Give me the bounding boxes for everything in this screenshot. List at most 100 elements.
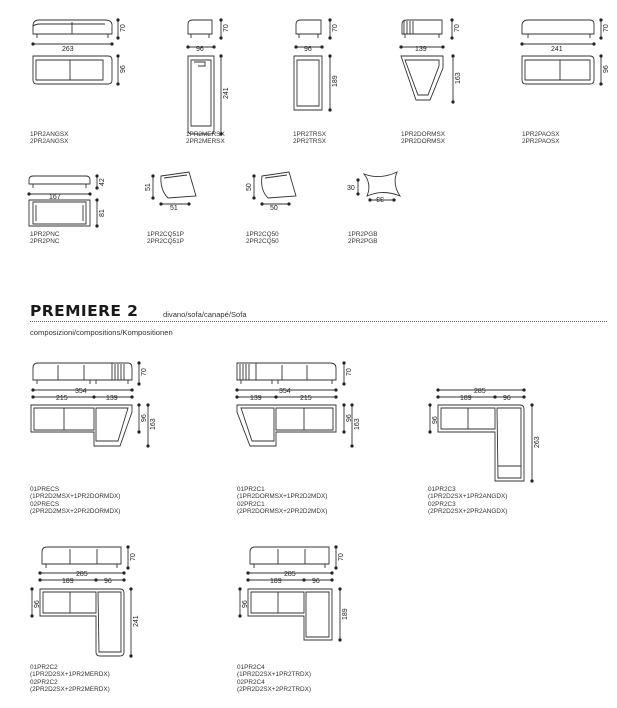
comp-pr2c4-dims [245,570,335,583]
element-dormsx-front-view [401,17,455,41]
dim-precs-part-b: 139 [106,395,118,402]
dim-pr2c4-total: 285 [284,571,296,578]
element-dormsx-top-view [400,53,456,105]
dim-cq51p-width: 51 [170,205,178,212]
element-pnc-front-view [28,173,100,191]
compositions-label: composizioni/compositions/Kompositionen [30,328,173,337]
dim-pr2c2-depth: 96 [34,600,41,608]
comp-pr2c1-front-view [236,360,347,387]
element-paosx-front-view [521,17,604,41]
element-pgb-pillow [355,171,402,203]
element-trsx-top-view [293,53,333,113]
dim-pgb-width: 33 [376,195,384,202]
composition-code-pr2c3: 01PR2C3 (1PR2D2SX+1PR2ANGDX) 02PR2C3 (2P… [428,486,508,516]
element-code-pnc: 1PR2PNC 2PR2PNC [30,231,60,246]
comp-pr2c3-top-view [427,402,535,484]
dim-mersx-width: 96 [196,46,204,53]
element-code-mersx: 1PR2MERSX 2PR2MERSX [186,131,225,146]
element-pnc-width-dim [26,191,93,197]
dim-dormsx-depth: 163 [455,72,462,84]
section-title: PREMIERE 2 [30,302,139,320]
dim-mersx-depth: 241 [223,87,230,99]
dim-pr2c1-depth: 96 [346,414,353,422]
dim-precs-total: 354 [75,388,87,395]
dim-precs-depth: 96 [141,414,148,422]
dim-precs-part-a: 215 [56,395,68,402]
comp-pr2c4-front-view [249,544,339,571]
element-mersx-width-dim [185,44,217,50]
dim-pr2c3-total: 285 [474,388,486,395]
dim-pr2c2-total: 285 [76,571,88,578]
dim-cq50-width: 50 [270,205,278,212]
element-mersx-front-view [187,17,224,41]
comp-pr2c2-dims [37,570,127,583]
dim-pr2c1-part-a: 139 [250,395,262,402]
comp-pr2c1-dims [234,387,339,400]
dim-pr2c2-part-a: 189 [62,578,74,585]
dim-paosx-height: 70 [603,24,610,32]
dim-pr2c2-depth-total: 241 [133,615,140,627]
dim-pr2c4-height: 70 [338,553,345,561]
dim-pr2c4-part-b: 96 [312,578,320,585]
element-code-trsx: 1PR2TRSX 2PR2TRSX [293,131,327,146]
comp-precs-top-view [30,402,151,449]
dim-pr2c3-part-b: 96 [503,395,511,402]
element-cq50-cushion [251,171,297,207]
dim-paosx-width: 241 [551,46,563,53]
element-trsx-front-view [295,17,333,41]
element-code-pgb: 1PR2PGB 2PR2PGB [348,231,378,246]
dim-pnc-height: 42 [99,178,106,186]
element-code-dormsx: 1PR2DORMSX 2PR2DORMSX [401,131,446,146]
dim-pr2c3-depth: 96 [432,416,439,424]
dim-paosx-depth: 96 [603,65,610,73]
comp-precs-dims [30,387,135,400]
dim-pr2c4-depth: 96 [242,600,249,608]
dim-angsx-depth: 96 [120,65,127,73]
element-pnc-top-view [28,197,100,229]
composition-code-pr2c1: 01PR2C1 (1PR2DORMSX+1PR2D2MDX) 02PR2C1 (… [237,486,328,516]
dim-trsx-depth: 189 [332,75,339,87]
dim-pnc-width: 167 [49,194,61,201]
element-angsx-width-dim [30,41,115,47]
dim-pr2c3-part-a: 189 [460,395,472,402]
dim-pgb-height: 30 [347,185,355,192]
dim-trsx-height: 70 [332,24,339,32]
dim-pr2c1-total: 354 [279,388,291,395]
dim-dormsx-height: 70 [454,24,461,32]
element-code-paosx: 1PR2PAOSX 2PR2PAOSX [522,131,560,146]
element-code-angsx: 1PR2ANGSX 2PR2ANGSX [30,131,69,146]
section-divider [30,321,607,322]
element-trsx-width-dim [293,44,325,50]
dim-cq50-height: 50 [246,183,253,191]
dim-cq51p-height: 51 [145,183,152,191]
dim-mersx-height: 70 [223,24,230,32]
element-cq51p-cushion [150,171,197,207]
element-paosx-width-dim [519,41,597,47]
dim-pr2c4-depth-total: 189 [342,608,349,620]
dim-angsx-width: 263 [62,46,74,53]
dim-pr2c3-depth-total: 263 [534,436,541,448]
element-paosx-top-view [521,53,604,87]
element-angsx-front-view [32,17,121,41]
dim-pr2c2-height: 70 [130,553,137,561]
element-mersx-top-view [187,53,224,137]
dim-pr2c2-part-b: 96 [104,578,112,585]
dim-pr2c1-height: 70 [346,368,353,376]
comp-pr2c4-top-view [237,586,343,643]
element-code-cq51p: 1PR2CQ51P 2PR2CQ51P [147,231,184,246]
comp-pr2c3-dims [435,387,527,400]
dim-pr2c4-part-a: 189 [270,578,282,585]
dim-trsx-width: 96 [304,46,312,53]
section-subtitle: divano/sofa/canapé/Sofa [163,310,247,319]
comp-pr2c2-front-view [41,544,131,571]
composition-code-pr2c4: 01PR2C4 (1PR2D2SX+1PR2TRDX) 02PR2C4 (2PR… [237,664,312,694]
dim-dormsx-width: 139 [415,46,427,53]
dim-pr2c1-depth-total: 163 [354,418,361,430]
element-dormsx-width-dim [398,44,446,50]
composition-code-precs: 01PRECS (1PR2D2MSX+1PR2DORMDX) 02PRECS (… [30,486,121,516]
dim-angsx-height: 70 [120,24,127,32]
dim-pnc-depth: 81 [99,209,106,217]
dim-precs-depth-total: 163 [150,418,157,430]
element-angsx-top-view [32,53,121,87]
